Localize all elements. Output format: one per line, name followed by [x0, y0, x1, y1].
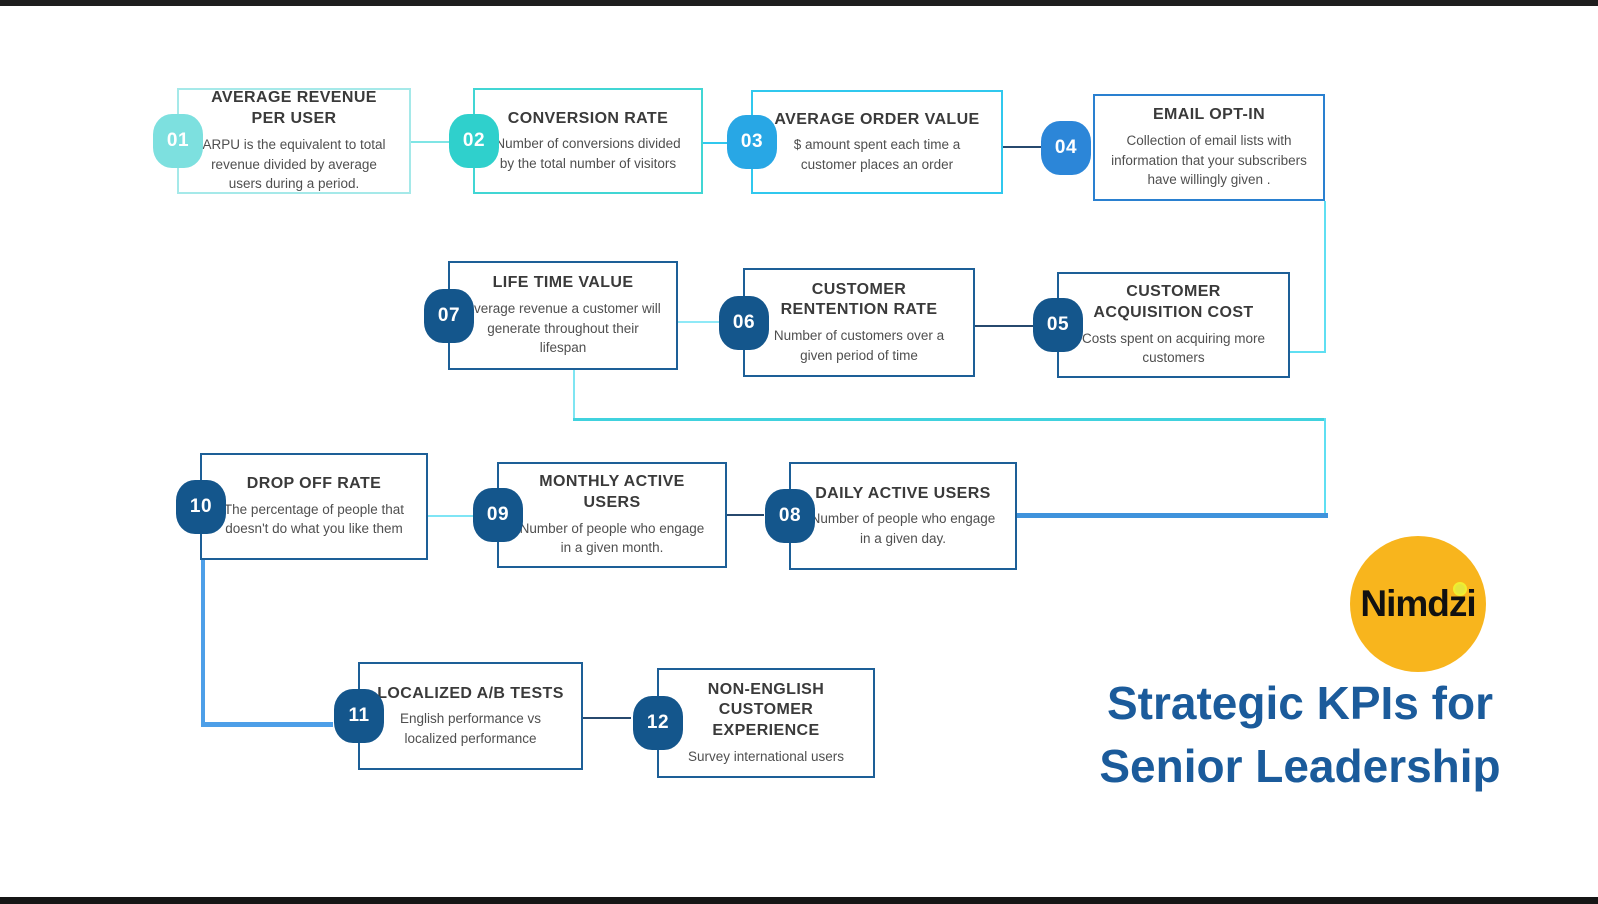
kpi-title: DROP OFF RATE — [246, 475, 382, 493]
connector-row2-vertical — [1324, 418, 1326, 516]
badge-number: 01 — [166, 130, 190, 151]
badge-number: 08 — [778, 505, 802, 526]
connector-11-12 — [583, 717, 631, 719]
kpi-badge-10: 10 — [176, 479, 226, 534]
kpi-desc: Number of people who engage in a given d… — [810, 511, 996, 546]
kpi-title: AVERAGE ORDER VALUE — [774, 110, 980, 128]
kpi-title: CUSTOMER RENTENTION RATE — [780, 280, 938, 319]
kpi-desc: Number of conversions divided by the tot… — [495, 136, 681, 171]
nimdzi-logo-i-dot — [1453, 582, 1467, 596]
connector-02-03 — [703, 142, 729, 144]
connector-07-drop — [573, 370, 575, 420]
kpi-desc: Costs spent on acquiring more customers — [1081, 330, 1266, 366]
badge-number: 06 — [732, 311, 756, 333]
kpi-desc: Collection of email lists with informati… — [1111, 133, 1307, 188]
kpi-box-customer-acquisition-cost: 05 CUSTOMER ACQUISITION COST Costs spent… — [1033, 272, 1290, 378]
kpi-title: LOCALIZED A/B TESTS — [377, 684, 564, 702]
kpi-desc: Number of customers over a given period … — [773, 328, 945, 363]
kpi-box-monthly-active-users: 09 MONTHLY ACTIVE USERS Number of people… — [473, 462, 727, 568]
kpi-badge-11: 11 — [334, 689, 384, 743]
kpi-badge-04: 04 — [1041, 120, 1091, 175]
badge-number: 09 — [486, 504, 510, 525]
kpi-box-non-english-customer-experience: 12 NON-ENGLISH CUSTOMER EXPERIENCE Surve… — [633, 668, 875, 778]
kpi-title: AVERAGE REVENUE PER USER — [211, 89, 377, 128]
kpi-box-average-revenue-per-user: 01 AVERAGE REVENUE PER USER ARPU is the … — [153, 88, 411, 194]
kpi-badge-06: 06 — [719, 295, 769, 350]
kpi-badge-09: 09 — [473, 488, 523, 542]
kpi-title: MONTHLY ACTIVE USERS — [539, 473, 685, 511]
connector-03-04 — [1003, 146, 1045, 148]
kpi-desc: The percentage of people that doesn't do… — [223, 501, 405, 537]
connector-01-02 — [411, 141, 452, 143]
page-title-line-2: Senior Leadership — [1099, 740, 1501, 792]
badge-number: 10 — [189, 495, 213, 517]
bottom-black-bar — [0, 897, 1598, 904]
connector-row2-horizontal — [573, 418, 1326, 421]
kpi-box-conversion-rate: 02 CONVERSION RATE Number of conversions… — [449, 88, 703, 194]
kpi-desc: Average revenue a customer will generate… — [465, 301, 661, 356]
kpi-badge-02: 02 — [449, 114, 499, 168]
kpi-desc: English performance vs localized perform… — [399, 711, 542, 746]
connector-10-11-horizontal — [201, 722, 333, 727]
connector-09-08 — [727, 514, 764, 516]
kpi-badge-07: 07 — [424, 288, 474, 343]
connector-04-05-horizontal — [1290, 351, 1326, 353]
kpi-box-daily-active-users: 08 DAILY ACTIVE USERS Number of people w… — [765, 462, 1017, 570]
kpi-title: CUSTOMER ACQUISITION COST — [1093, 283, 1254, 321]
kpi-badge-05: 05 — [1033, 298, 1083, 352]
badge-number: 04 — [1054, 136, 1078, 158]
kpi-title: EMAIL OPT-IN — [1152, 106, 1266, 124]
connector-08-right-thick — [1017, 513, 1328, 518]
badge-number: 03 — [740, 131, 764, 152]
kpi-title: CONVERSION RATE — [507, 109, 669, 127]
kpi-title: NON-ENGLISH CUSTOMER EXPERIENCE — [707, 680, 825, 740]
page-title: Strategic KPIs for Senior Leadership — [1040, 672, 1560, 798]
kpi-box-drop-off-rate: 10 DROP OFF RATE The percentage of peopl… — [176, 453, 428, 560]
kpi-badge-03: 03 — [727, 115, 777, 169]
connector-04-05-vertical — [1324, 201, 1326, 352]
connector-05-06 — [975, 325, 1033, 327]
kpi-box-customer-retention-rate: 06 CUSTOMER RENTENTION RATE Number of cu… — [719, 268, 975, 377]
badge-number: 02 — [462, 130, 486, 151]
kpi-desc: ARPU is the equivalent to total revenue … — [202, 136, 386, 192]
nimdzi-logo: Nimdzi — [1350, 536, 1486, 672]
kpi-title: DAILY ACTIVE USERS — [815, 484, 991, 502]
connector-10-11-vertical — [201, 560, 205, 727]
kpi-box-localized-ab-tests: 11 LOCALIZED A/B TESTS English performan… — [334, 662, 583, 770]
kpi-box-life-time-value: 07 LIFE TIME VALUE Average revenue a cus… — [424, 261, 678, 370]
badge-number: 07 — [437, 304, 461, 326]
kpi-badge-01: 01 — [153, 114, 203, 168]
page-title-line-1: Strategic KPIs for — [1107, 677, 1493, 729]
connector-06-07 — [678, 321, 720, 323]
kpi-desc: Number of people who engage in a given m… — [519, 520, 705, 556]
kpi-box-email-opt-in: 04 EMAIL OPT-IN Collection of email list… — [1041, 94, 1325, 201]
badge-number: 12 — [646, 712, 670, 733]
badge-number: 05 — [1046, 314, 1070, 335]
connector-10-09 — [428, 515, 473, 517]
kpi-title: LIFE TIME VALUE — [492, 274, 634, 292]
top-black-bar — [0, 0, 1598, 6]
kpi-box-average-order-value: 03 AVERAGE ORDER VALUE $ amount spent ea… — [727, 90, 1003, 194]
kpi-badge-12: 12 — [633, 696, 683, 750]
badge-number: 11 — [348, 705, 370, 726]
kpi-desc: Survey international users — [687, 748, 845, 764]
kpi-desc: $ amount spent each time a customer plac… — [793, 137, 961, 172]
kpi-badge-08: 08 — [765, 489, 815, 543]
